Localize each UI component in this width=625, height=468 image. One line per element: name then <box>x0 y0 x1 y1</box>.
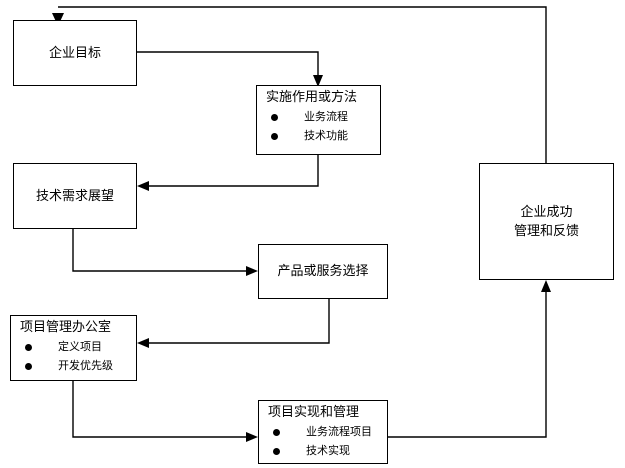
list-item: 技术实现 <box>259 441 387 460</box>
node-implementation-role-or-method-title: 实施作用或方法 <box>266 90 358 105</box>
list-item-label: 技术实现 <box>306 444 350 457</box>
bullet-icon <box>271 132 278 140</box>
list-item: 开发优先级 <box>11 356 136 375</box>
bullet-icon <box>273 428 280 436</box>
node-business-goals[interactable]: 企业目标 <box>13 20 137 86</box>
edge-pmo-to-project-realization <box>72 380 258 442</box>
node-enterprise-success[interactable]: 企业成功 管理和反馈 <box>479 163 614 280</box>
node-technology-demand-outlook-title: 技术需求展望 <box>35 188 114 204</box>
node-business-goals-title: 企业目标 <box>48 45 101 61</box>
list-item: 定义项目 <box>11 337 136 356</box>
node-product-or-service-selection-title: 产品或服务选择 <box>277 264 369 279</box>
edge-project-realization-to-enterprise-success <box>388 280 551 438</box>
bullet-icon <box>273 447 280 455</box>
list-item-label: 业务流程 <box>304 110 348 123</box>
list-item: 技术功能 <box>257 126 380 145</box>
list-item: 业务流程项目 <box>259 422 387 441</box>
node-product-or-service-selection[interactable]: 产品或服务选择 <box>258 244 388 299</box>
edge-implementation-to-technology-demand <box>137 155 319 191</box>
node-project-realization-and-management[interactable]: 项目实现和管理 业务流程项目 技术实现 <box>258 400 388 464</box>
node-pmo-bullet-list: 定义项目 开发优先级 <box>11 337 136 375</box>
bullet-icon <box>25 343 32 351</box>
node-project-management-office-title: 项目管理办公室 <box>20 320 112 335</box>
bullet-icon <box>25 362 32 370</box>
list-item-label: 开发优先级 <box>58 359 113 372</box>
node-implementation-bullet-list: 业务流程 技术功能 <box>257 107 380 145</box>
edge-business-goals-to-implementation <box>137 51 323 87</box>
node-project-realization-and-management-title: 项目实现和管理 <box>268 405 360 420</box>
node-project-realization-bullet-list: 业务流程项目 技术实现 <box>259 422 387 460</box>
list-item-label: 业务流程项目 <box>306 425 372 438</box>
node-project-management-office[interactable]: 项目管理办公室 定义项目 开发优先级 <box>10 315 137 381</box>
node-implementation-role-or-method[interactable]: 实施作用或方法 业务流程 技术功能 <box>256 85 381 155</box>
list-item-label: 技术功能 <box>304 129 348 142</box>
edge-technology-demand-to-product-selection <box>72 228 258 276</box>
bullet-icon <box>271 113 278 121</box>
node-enterprise-success-title: 企业成功 <box>520 204 573 220</box>
list-item: 业务流程 <box>257 107 380 126</box>
node-technology-demand-outlook[interactable]: 技术需求展望 <box>13 163 137 229</box>
edge-product-selection-to-pmo <box>137 298 330 348</box>
node-enterprise-success-subtitle: 管理和反馈 <box>513 223 579 239</box>
list-item-label: 定义项目 <box>58 340 102 353</box>
